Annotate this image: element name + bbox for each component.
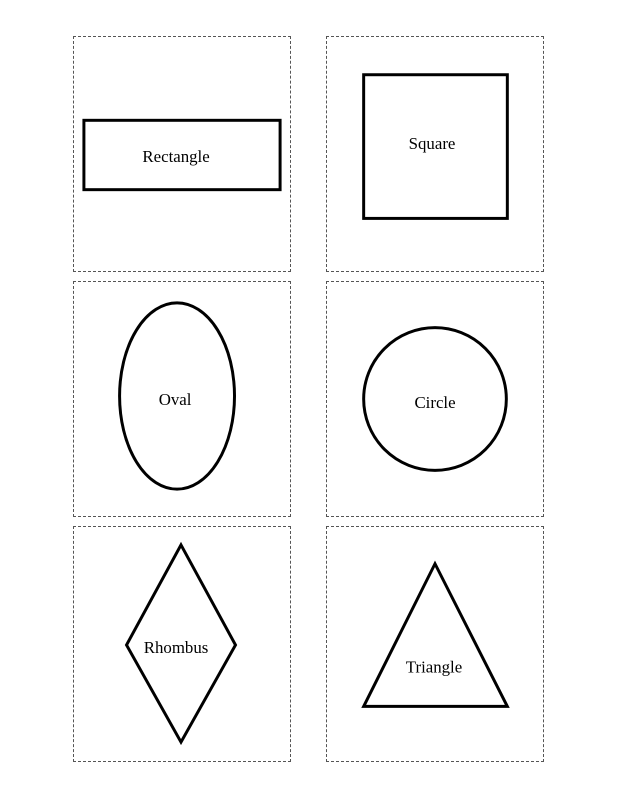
square-shape-drawing: Square <box>362 73 509 220</box>
rhombus-label: Rhombus <box>144 638 209 657</box>
triangle-shape-drawing: Triangle <box>361 560 510 708</box>
circle-shape <box>362 326 508 472</box>
square-shape <box>362 73 509 220</box>
card-square: Square <box>326 36 544 272</box>
rectangle-shape-drawing: Rectangle <box>82 118 282 192</box>
oval-shape-drawing: Oval <box>118 301 237 491</box>
square-label: Square <box>409 134 456 153</box>
triangle-shape <box>361 560 510 708</box>
rhombus-shape-drawing: Rhombus <box>124 541 238 746</box>
card-triangle: Triangle <box>326 526 544 762</box>
rhombus-shape <box>124 541 238 746</box>
card-oval: Oval <box>73 281 291 517</box>
rectangle-shape <box>82 118 282 192</box>
circle-shape-drawing: Circle <box>362 326 508 472</box>
rectangle-label: Rectangle <box>142 147 209 166</box>
triangle-label: Triangle <box>406 658 462 677</box>
circle-label: Circle <box>414 393 455 412</box>
card-rectangle: Rectangle <box>73 36 291 272</box>
card-rhombus: Rhombus <box>73 526 291 762</box>
oval-shape <box>118 301 237 491</box>
oval-label: Oval <box>159 390 192 409</box>
card-circle: Circle <box>326 281 544 517</box>
